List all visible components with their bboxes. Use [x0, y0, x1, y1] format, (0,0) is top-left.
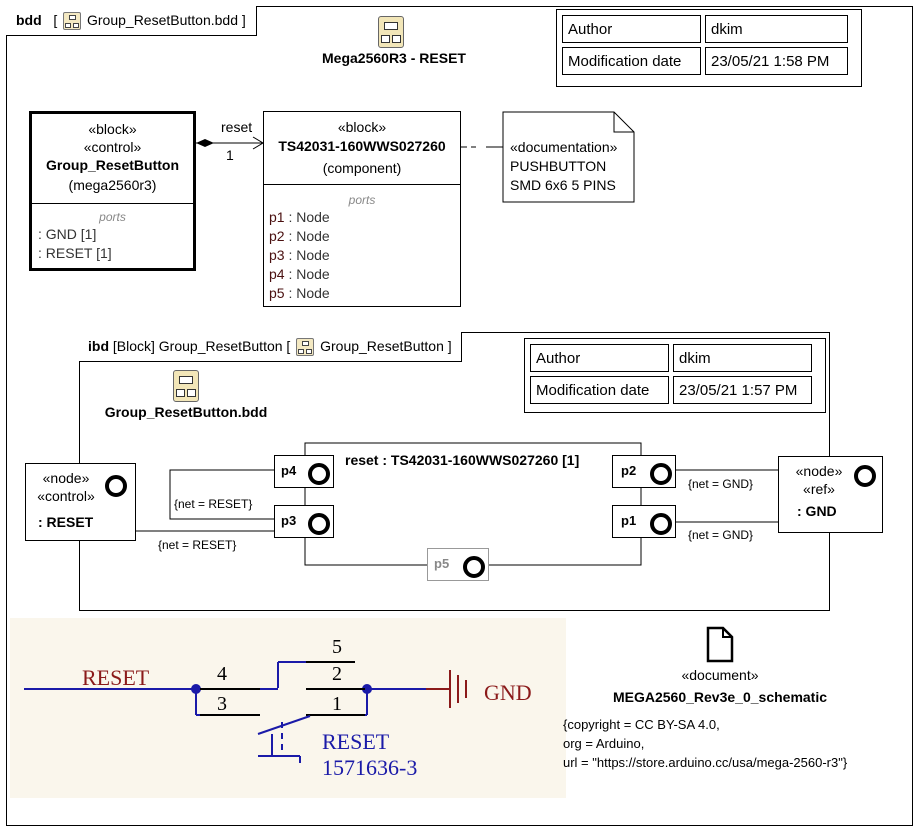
part-port-p4[interactable]: p4 — [274, 455, 334, 488]
ts-ports-list: p1 : Node p2 : Node p3 : Node p4 : Node … — [269, 208, 330, 303]
net-label-p1-gnd: {net = GND} — [688, 528, 754, 542]
documentation-note[interactable]: «documentation» PUSHBUTTON SMD 6x6 5 PIN… — [510, 138, 617, 195]
schematic-net-reset: RESET — [82, 665, 150, 690]
bdd-frame-tab: bdd [ Group_ResetButton.bdd ] — [6, 6, 257, 36]
reset-node-port-icon — [105, 475, 127, 497]
date-value: 23/05/21 1:58 PM — [705, 47, 848, 75]
net-label-reset-p3: {net = RESET} — [158, 538, 237, 552]
group-ports-list: : GND [1] : RESET [1] — [38, 225, 112, 263]
ibd-header: [Block] Group_ResetButton [ — [112, 338, 291, 354]
association-role: reset — [221, 119, 253, 135]
block-stereotype: «block» — [88, 121, 137, 137]
bdd-frame — [6, 6, 913, 826]
ts-port-p3: p3 : Node — [269, 247, 330, 263]
author-label: Author — [562, 15, 701, 43]
schematic-pin-1: 1 — [332, 693, 342, 715]
reset-node[interactable]: «node» «control» : RESET — [25, 463, 136, 541]
doc-note-stereotype: «documentation» — [510, 139, 618, 155]
schematic-net-gnd: GND — [484, 680, 532, 705]
doc-tag-copyright: {copyright = CC BY-SA 4.0, — [563, 717, 720, 732]
ts-port-p2: p2 : Node — [269, 228, 330, 244]
bdd-title: Group_ResetButton.bdd — [87, 12, 238, 28]
doc-note-line1: PUSHBUTTON — [510, 158, 607, 174]
port-p2-icon — [650, 463, 672, 485]
control-stereotype: «control» — [83, 139, 142, 155]
part-port-p2[interactable]: p2 — [612, 455, 676, 488]
reset-node-stereo1: «node» — [42, 470, 90, 486]
bdd-link-name[interactable]: Group_ResetButton.bdd — [104, 404, 268, 420]
ibd-header-name: Group_ResetButton ] — [320, 338, 452, 354]
gnd-node[interactable]: «node» «ref» : GND — [778, 456, 883, 533]
schematic-pin-5: 5 — [332, 636, 342, 658]
ts42031-block[interactable]: «block» TS42031-160WWS027260 (component)… — [263, 111, 461, 307]
port-reset: : RESET [1] — [38, 245, 112, 261]
block-sub: (mega2560r3) — [68, 177, 157, 193]
ibd-date-label: Modification date — [530, 376, 669, 404]
document-name[interactable]: MEGA2560_Rev3e_0_schematic — [612, 689, 828, 705]
association-multiplicity: 1 — [226, 147, 234, 163]
ts-block-name: TS42031-160WWS027260 — [278, 138, 446, 154]
group-resetbutton-block[interactable]: «block» «control» Group_ResetButton (meg… — [29, 111, 196, 271]
ibd-frame-tab: ibd [Block] Group_ResetButton [ Group_Re… — [79, 332, 462, 362]
ts-port-p5: p5 : Node — [269, 285, 330, 301]
ts-block-stereotype: «block» — [337, 119, 387, 135]
net-label-p2-gnd: {net = GND} — [688, 477, 754, 491]
port-p3-icon — [308, 513, 330, 535]
gnd-node-port-icon — [854, 465, 876, 487]
part-name: reset : TS42031-160WWS027260 [1] — [345, 452, 580, 468]
doc-tag-org: org = Arduino, — [563, 736, 645, 751]
gnd-node-stereo2: «ref» — [803, 481, 835, 497]
port-gnd: : GND [1] — [38, 226, 97, 242]
doc-note-line2: SMD 6x6 5 PINS — [510, 177, 616, 193]
gnd-node-name: : GND — [797, 503, 837, 519]
diagram-link-name[interactable]: Mega2560R3 - RESET — [322, 50, 466, 66]
block-name: Group_ResetButton — [46, 157, 179, 173]
ibd-date-value: 23/05/21 1:57 PM — [673, 376, 812, 404]
doc-tag-url: url = "https://store.arduino.cc/usa/mega… — [563, 755, 848, 770]
ts-port-p4: p4 : Node — [269, 266, 330, 282]
diagram-link-icon[interactable] — [378, 16, 404, 48]
part-port-p1[interactable]: p1 — [612, 505, 676, 538]
ts-port-p1: p1 : Node — [269, 209, 330, 225]
ibd-kind: ibd — [88, 338, 109, 354]
ibd-author-value: dkim — [673, 344, 812, 372]
document-icon[interactable] — [705, 626, 735, 664]
part-port-p3[interactable]: p3 — [274, 505, 334, 538]
bdd-kind: bdd — [16, 12, 42, 28]
ibd-author-label: Author — [530, 344, 669, 372]
port-p5-icon — [463, 556, 485, 578]
ts-ports-compartment-label: ports — [348, 193, 376, 207]
bdd-diagram-icon — [63, 12, 82, 31]
part-port-p5[interactable]: p5 — [427, 548, 489, 581]
reset-node-name: : RESET — [38, 514, 94, 530]
schematic-part-label: RESET — [322, 729, 390, 754]
bdd-link-icon[interactable] — [173, 370, 199, 402]
port-p1-icon — [650, 513, 672, 535]
document-stereotype: «document» — [681, 667, 759, 683]
author-value: dkim — [705, 15, 848, 43]
document-tags: {copyright = CC BY-SA 4.0, org = Arduino… — [563, 715, 847, 772]
schematic-pin-2: 2 — [332, 663, 342, 685]
schematic-pin-4: 4 — [217, 663, 227, 685]
net-label-p4-p3: {net = RESET} — [174, 497, 253, 511]
reset-node-stereo2: «control» — [37, 488, 95, 504]
schematic-image: RESET GND 4 3 5 2 1 RESET 1571636-3 — [10, 618, 566, 798]
date-label: Modification date — [562, 47, 701, 75]
schematic-pin-3: 3 — [217, 693, 227, 715]
schematic-svg — [24, 661, 467, 763]
ports-compartment-label: ports — [99, 210, 126, 224]
schematic-part-number: 1571636-3 — [322, 755, 418, 780]
ibd-diagram-icon — [296, 338, 315, 357]
gnd-node-stereo1: «node» — [795, 463, 843, 479]
ts-block-sub: (component) — [322, 160, 402, 176]
port-p4-icon — [308, 463, 330, 485]
